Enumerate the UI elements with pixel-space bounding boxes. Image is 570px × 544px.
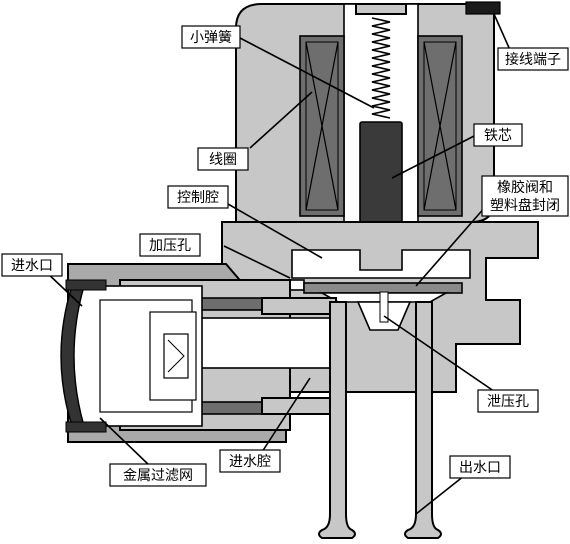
label-iron-core: 铁芯 (473, 123, 523, 147)
svg-text:金属过滤网: 金属过滤网 (123, 468, 193, 484)
label-metal-filter: 金属过滤网 (109, 463, 207, 487)
svg-text:进水腔: 进水腔 (229, 454, 271, 470)
svg-text:塑料盘封闭: 塑料盘封闭 (490, 197, 560, 214)
coil-right (417, 35, 463, 217)
svg-text:接线端子: 接线端子 (505, 51, 561, 68)
label-coil: 线圈 (197, 147, 249, 171)
metal-filter (71, 285, 203, 427)
svg-text:铁芯: 铁芯 (484, 128, 512, 144)
svg-text:控制腔: 控制腔 (177, 190, 219, 206)
svg-text:加压孔: 加压孔 (149, 238, 191, 254)
label-water-outlet: 出水口 (449, 455, 511, 479)
small-spring (371, 17, 391, 119)
label-water-inlet: 进水口 (1, 253, 63, 277)
label-small-spring: 小弹簧 (181, 25, 241, 49)
svg-text:泄压孔: 泄压孔 (487, 394, 529, 410)
outlet-tubes (318, 301, 442, 539)
inlet-seal (60, 279, 107, 433)
svg-text:小弹簧: 小弹簧 (190, 30, 232, 46)
coil-left (299, 35, 345, 217)
svg-text:出水口: 出水口 (459, 460, 501, 476)
label-inlet-chamber: 进水腔 (219, 449, 281, 473)
terminal-block (465, 1, 501, 15)
label-rubber-valve: 橡胶阀和 塑料盘封闭 (481, 175, 569, 217)
svg-text:橡胶阀和: 橡胶阀和 (497, 179, 553, 196)
svg-text:线圈: 线圈 (209, 152, 237, 168)
label-pressurizing-hole: 加压孔 (139, 233, 201, 257)
label-relief-hole: 泄压孔 (477, 389, 539, 413)
leader-lines (43, 13, 511, 515)
svg-text:进水口: 进水口 (11, 258, 53, 274)
label-terminal: 接线端子 (497, 47, 569, 71)
label-control-chamber: 控制腔 (167, 185, 229, 209)
